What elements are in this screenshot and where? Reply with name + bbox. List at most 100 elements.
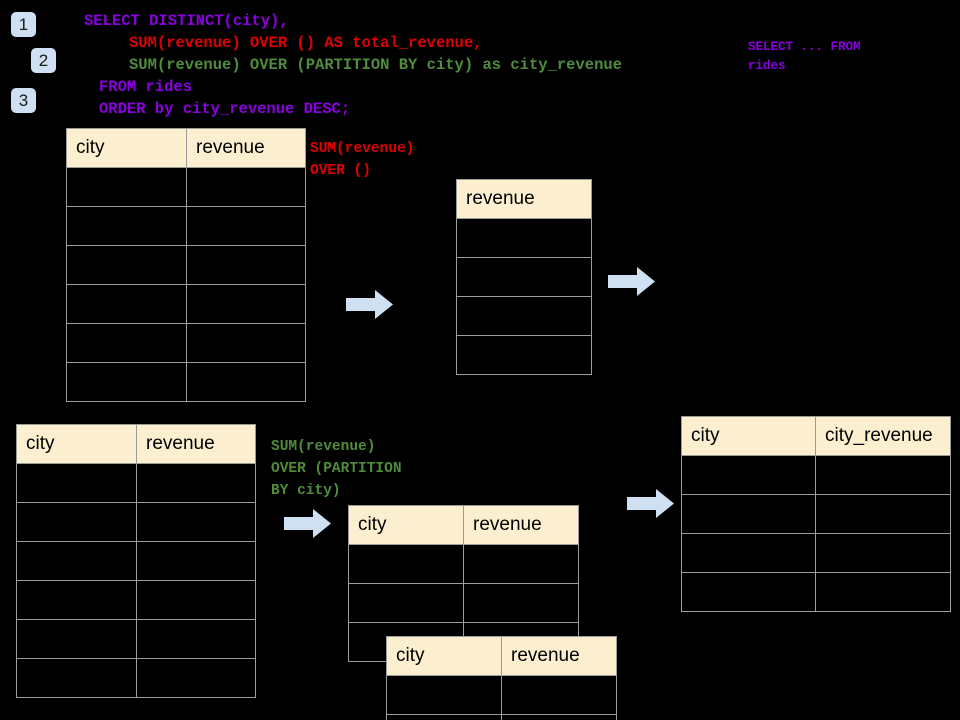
table-row [348, 544, 579, 584]
column-header-revenue: revenue [501, 636, 617, 676]
table-row [681, 533, 951, 573]
table-cell [66, 245, 187, 285]
table-row [66, 284, 306, 324]
city-revenue-note: SUM(revenue) OVER (PARTITION BY city) [271, 439, 402, 499]
column-header-city: city [681, 416, 816, 456]
table-cell [681, 455, 816, 495]
table-cell [463, 544, 579, 584]
table-cell [456, 335, 592, 375]
column-header-city: city [348, 505, 464, 545]
arrow-total-to-result [608, 267, 655, 296]
table-row [66, 323, 306, 363]
table-cell [16, 463, 137, 503]
table-cell [681, 572, 816, 612]
table-row [456, 257, 592, 297]
arrow-partition-to-result [627, 489, 674, 518]
sql-query-block: SELECT DISTINCT(city), SUM(revenue) OVER … [84, 12, 622, 122]
sql-line-4: FROM rides [99, 78, 193, 96]
table-cell [136, 658, 256, 698]
arrow-source-to-partition [284, 509, 331, 538]
table-row [681, 572, 951, 612]
table-row [66, 362, 306, 402]
table-row [386, 714, 617, 720]
table-cell [815, 572, 951, 612]
step-badge-1: 1 [11, 12, 36, 37]
table-cell [186, 245, 306, 285]
total-revenue-note: SUM(revenue) OVER () [310, 141, 415, 179]
table-cell [456, 218, 592, 258]
right-arrow-icon [284, 509, 331, 538]
table-cell [186, 206, 306, 246]
table-cell [501, 714, 617, 720]
table-row [16, 658, 256, 698]
table-cell [186, 323, 306, 363]
table-cell [386, 675, 502, 715]
table-cell [463, 583, 579, 623]
table-cell [186, 167, 306, 207]
column-header-city: city [66, 128, 187, 168]
right-arrow-icon [346, 290, 393, 319]
table-cell [16, 619, 137, 659]
table-cell [136, 541, 256, 581]
column-header-city: city [16, 424, 137, 464]
column-header-revenue: revenue [136, 424, 256, 464]
table-header-row: revenue [456, 179, 592, 219]
column-header-city_revenue: city_revenue [815, 416, 951, 456]
sql-line-2: SUM(revenue) OVER () AS total_revenue, [129, 34, 483, 52]
table-cell [681, 533, 816, 573]
table-cell [136, 463, 256, 503]
table-row [456, 296, 592, 336]
table-cell [16, 541, 137, 581]
table-cell [456, 296, 592, 336]
source-query-note: SELECT ... FROM rides [748, 40, 861, 73]
table-cell [16, 580, 137, 620]
total-revenue-table: revenue [456, 179, 592, 375]
table-row [66, 167, 306, 207]
table-cell [815, 494, 951, 534]
table-cell [66, 284, 187, 324]
table-cell [815, 455, 951, 495]
right-arrow-icon [608, 267, 655, 296]
column-header-city: city [386, 636, 502, 676]
table-cell [66, 206, 187, 246]
table-row [456, 335, 592, 375]
table-row [16, 502, 256, 542]
table-cell [501, 675, 617, 715]
column-header-revenue: revenue [456, 179, 592, 219]
column-header-revenue: revenue [186, 128, 306, 168]
table-row [66, 206, 306, 246]
table-cell [186, 362, 306, 402]
table-row [681, 494, 951, 534]
table-cell [136, 580, 256, 620]
column-header-revenue: revenue [463, 505, 579, 545]
table-cell [348, 544, 464, 584]
table-cell [348, 583, 464, 623]
table-row [66, 245, 306, 285]
table-row [16, 541, 256, 581]
sql-line-1: SELECT DISTINCT(city), [84, 12, 289, 30]
table-cell [16, 502, 137, 542]
table-cell [386, 714, 502, 720]
sql-line-5: ORDER by city_revenue DESC; [99, 100, 351, 118]
step-badge-2: 2 [31, 48, 56, 73]
table-cell [16, 658, 137, 698]
table-row [16, 463, 256, 503]
table-cell [66, 362, 187, 402]
table-row [16, 619, 256, 659]
step-badge-3: 3 [11, 88, 36, 113]
table-cell [681, 494, 816, 534]
table-row [386, 675, 617, 715]
table-cell [815, 533, 951, 573]
arrow-source-to-total [346, 290, 393, 319]
table-row [16, 580, 256, 620]
